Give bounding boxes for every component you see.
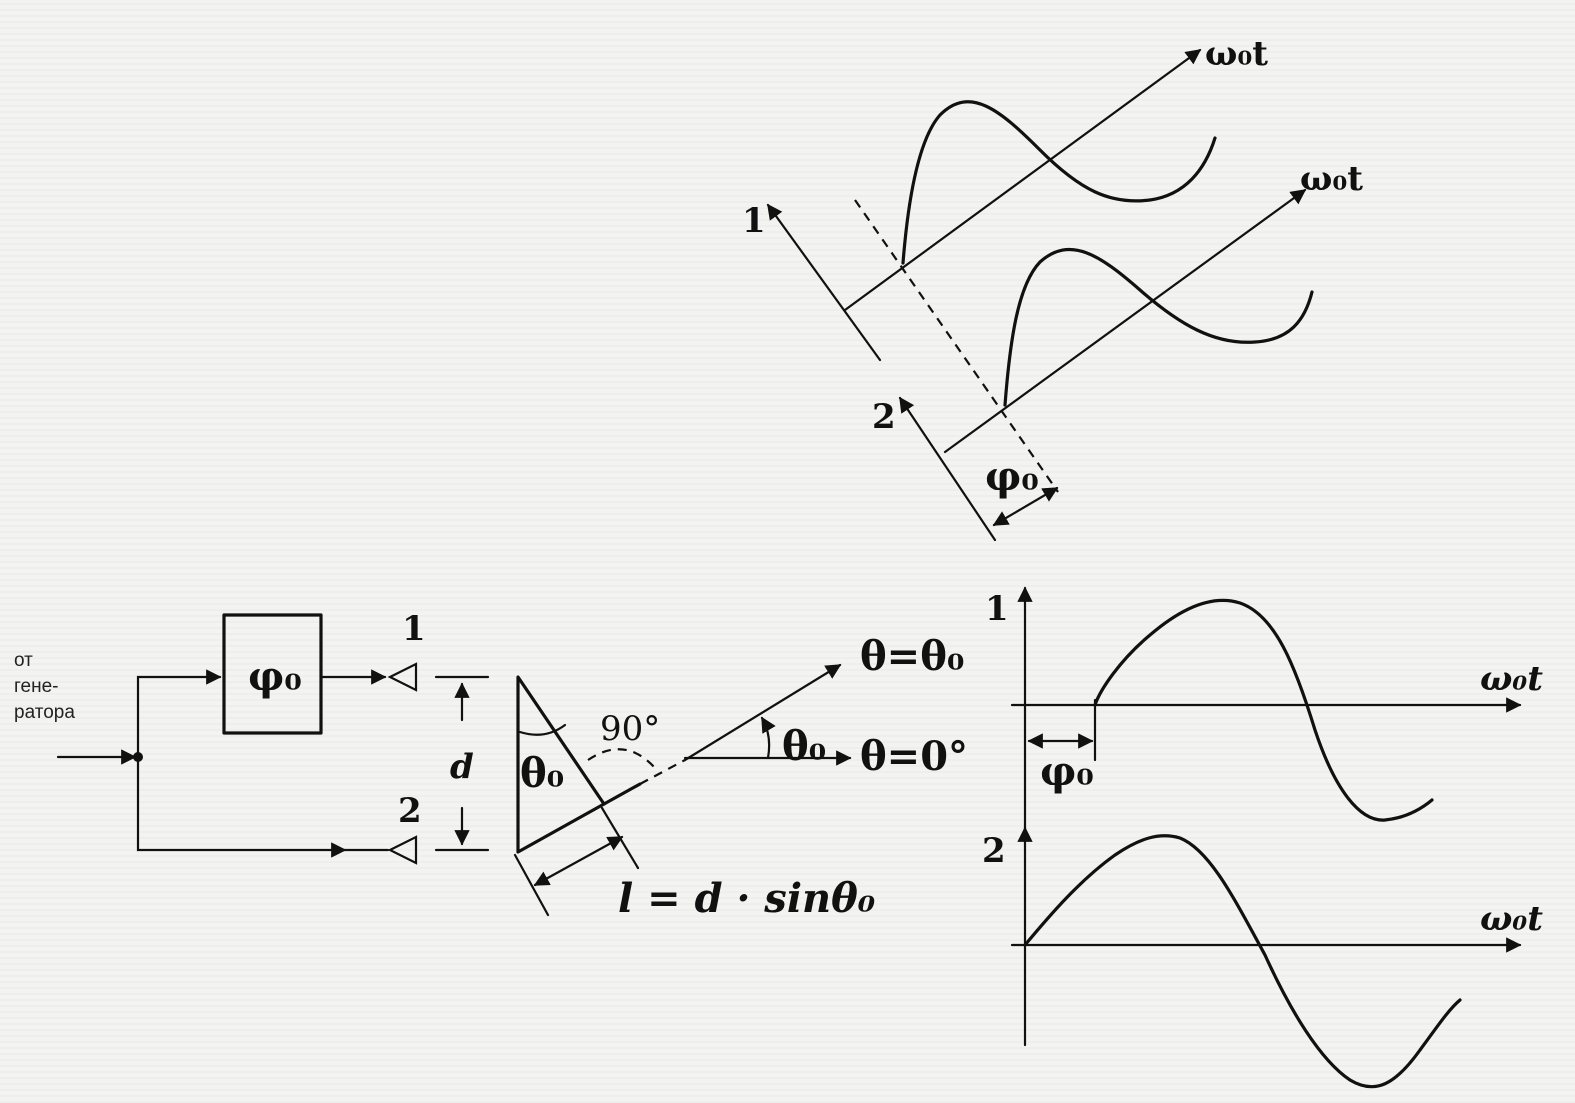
wave1-label: 1: [742, 201, 766, 241]
right-angle-arc: [587, 748, 656, 769]
scan-angle-label: θ₀: [782, 723, 826, 770]
wave1-time-axis: [843, 48, 1202, 312]
phase-shifter-label: φ₀: [248, 653, 302, 700]
path-length-ext-left: [513, 853, 550, 917]
source-label-line3: ратора: [14, 702, 75, 723]
beam-direction-label: θ=θ₀: [860, 633, 964, 680]
plot1-label: 1: [985, 589, 1009, 629]
path-length-dimension: [533, 835, 624, 887]
plot2-label: 2: [982, 831, 1006, 871]
phase-shifter-box: [222, 613, 323, 735]
plot1-signal: [1093, 598, 1434, 822]
phase-dimension-arrow: [992, 486, 1059, 527]
wave1-amplitude-axis: [766, 203, 882, 362]
plot1-phase-label: φ₀: [1040, 748, 1094, 795]
plot1-axis-label: ω₀t: [1480, 659, 1543, 699]
radiator-2-icon: [387, 835, 418, 865]
path-difference-label: l = d · sinθ₀: [618, 875, 876, 922]
radiator-2-label: 2: [398, 791, 422, 831]
wave2-label: 2: [872, 397, 896, 437]
path-difference-geometry: θ₀ 90° θ₀ θ=θ₀ θ=0° l = d · sinθ₀: [513, 633, 968, 922]
skewed-wave-diagram: 1 2 ω₀t ω₀t φ₀: [742, 34, 1363, 542]
wave2-time-axis: [943, 188, 1307, 454]
spacing-label: d: [450, 747, 474, 787]
feed-network: от гене- ратора φ₀ 1 2 d: [14, 609, 490, 865]
scan-angle-arc: [760, 716, 776, 760]
plot2-axis-label: ω₀t: [1480, 899, 1543, 939]
geometry-triangle: [516, 675, 606, 854]
lower-feed-line: [136, 755, 347, 858]
radiator-1-label: 1: [402, 609, 426, 649]
wave1-curve: [901, 100, 1217, 265]
plot2-signal: [1023, 834, 1462, 1089]
wave2-axis-label: ω₀t: [1300, 159, 1363, 199]
wavefront-solid: [602, 782, 642, 806]
wave2-curve: [1003, 247, 1314, 407]
source-label-line1: от: [14, 650, 33, 671]
right-angle-label: 90°: [600, 709, 660, 749]
broadside-label: θ=0°: [860, 733, 968, 780]
theta-angle-arc: [518, 723, 567, 736]
source-label-line2: гене-: [14, 676, 58, 697]
wavefront-dashed: [639, 759, 686, 785]
wave2-amplitude-axis: [898, 396, 997, 542]
phase-reference-dashed-line: [854, 199, 1059, 493]
signal-plots: 1 ω₀t φ₀ 2 ω₀t: [982, 586, 1543, 1089]
phase-label-top: φ₀: [985, 453, 1039, 500]
wave1-axis-label: ω₀t: [1205, 34, 1268, 74]
upper-feed-line: [136, 669, 222, 759]
beam-direction-arrow: [683, 663, 842, 762]
radiator-1-icon: [387, 662, 418, 692]
triangle-angle-label: θ₀: [520, 750, 564, 797]
